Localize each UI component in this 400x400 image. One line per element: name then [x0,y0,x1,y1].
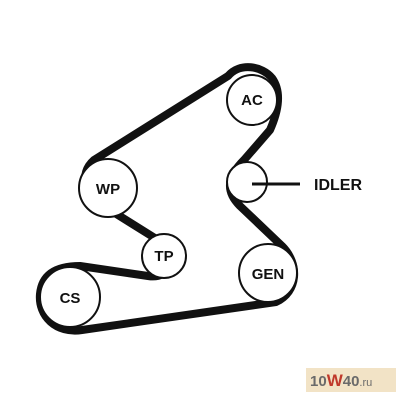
watermark-suffix: 40 [343,373,360,390]
idler-callout-label: IDLER [314,177,362,194]
pulley-idler [226,161,268,203]
pulley-gen: GEN [238,243,298,303]
pulley-tp: TP [141,233,187,279]
watermark-domain: .ru [359,377,372,389]
watermark-prefix: 10 [310,373,327,390]
pulley-label-cs: CS [60,290,81,307]
pulley-label-gen: GEN [252,266,285,283]
pulley-wp: WP [78,158,138,218]
pulley-ac: AC [226,74,278,126]
watermark-logo: 10W40.ru [306,368,396,392]
watermark-highlight: W [327,371,344,390]
pulley-label-wp: WP [96,181,120,198]
pulley-label-ac: AC [241,92,263,109]
svg-text:10W40.ru: 10W40.ru [310,371,372,390]
pulley-cs: CS [39,266,101,328]
pulley-label-tp: TP [154,248,173,265]
